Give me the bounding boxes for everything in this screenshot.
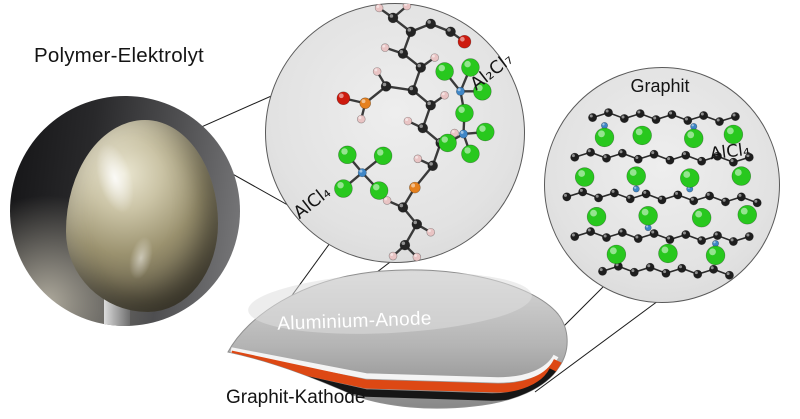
graphite-molecular-view	[544, 67, 780, 303]
cell-layer-stack	[230, 347, 563, 401]
label-graphit-kathode: Graphit-Kathode	[226, 387, 366, 408]
label-polymer-electrolyte: Polymer-Elektrolyt	[34, 44, 204, 67]
graphite-illustration	[562, 108, 762, 280]
cell-top-highlight	[248, 272, 532, 334]
electrolyte-molecule-illustration	[334, 4, 495, 262]
graphite-art	[562, 108, 762, 280]
collector-layer	[231, 359, 557, 401]
pouch-cell	[227, 269, 568, 409]
electrolyte-photo	[10, 96, 240, 326]
gel-blob	[66, 120, 218, 312]
cathode-layer	[230, 350, 563, 393]
molecule-art	[334, 4, 495, 262]
electrolyte-molecular-view	[265, 3, 525, 263]
label-graphit: Graphit	[630, 76, 690, 96]
separator-layer	[230, 347, 559, 383]
